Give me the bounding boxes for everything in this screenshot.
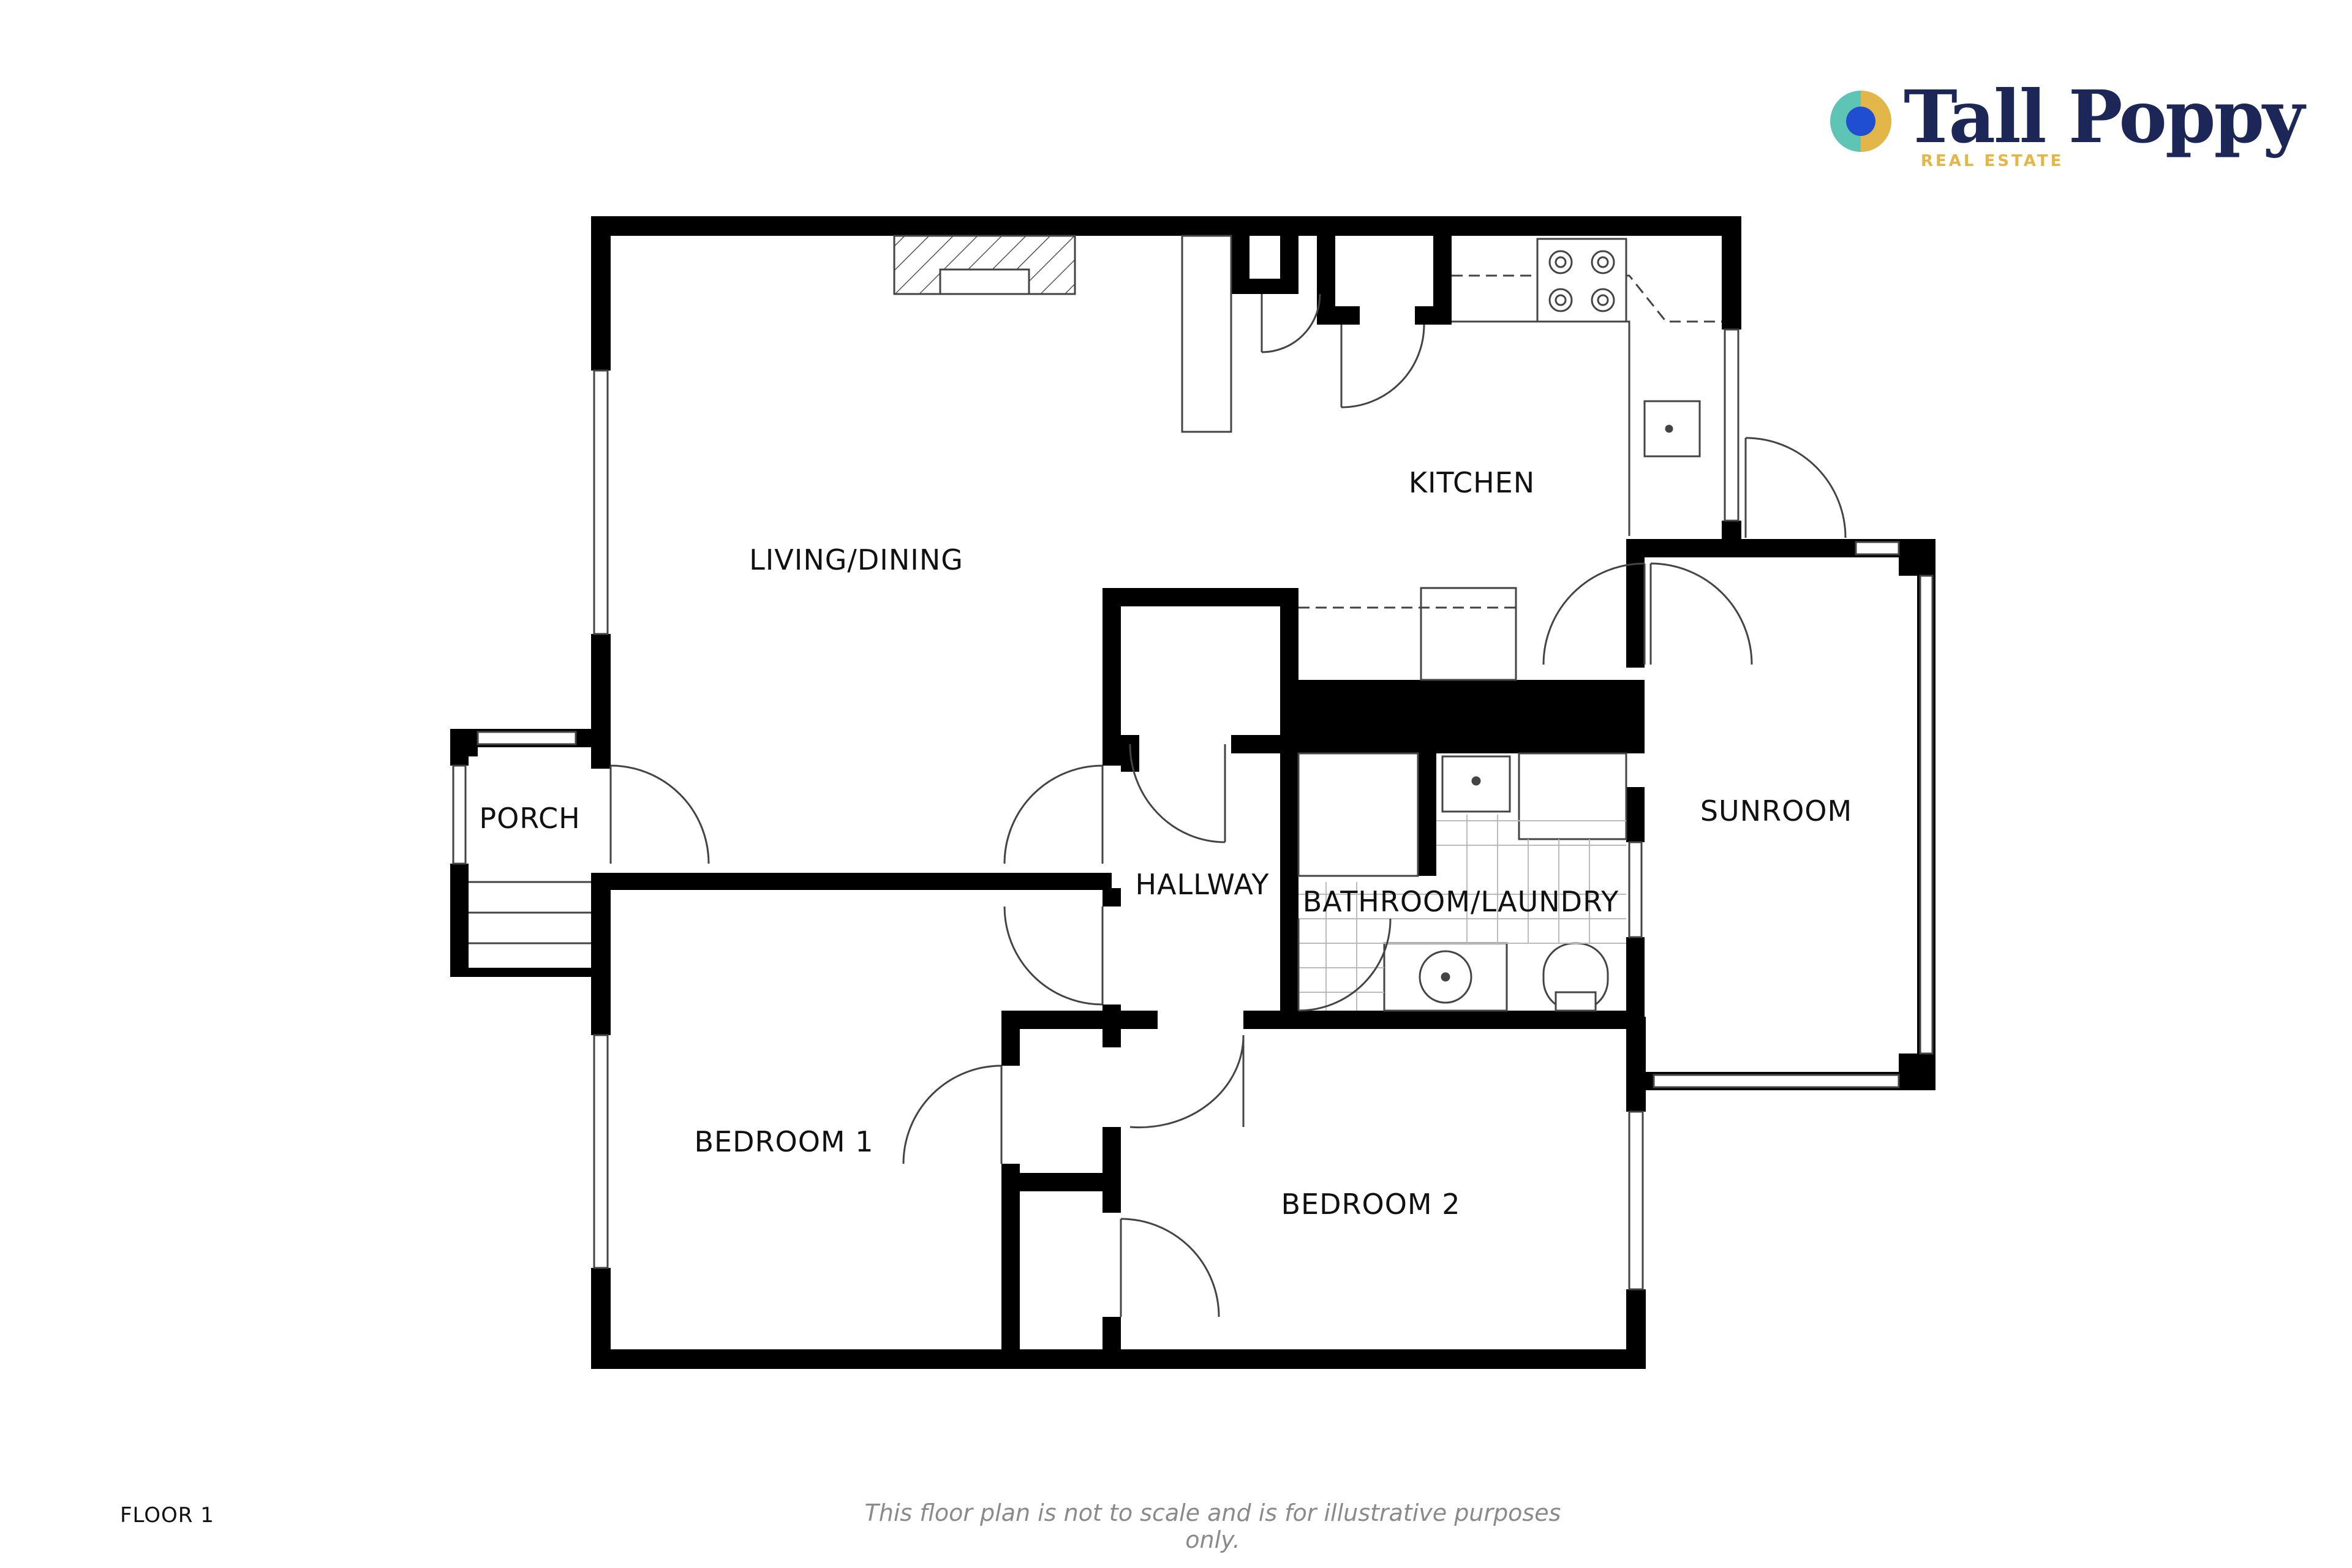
porch-steps (469, 881, 591, 944)
room-label-bathroom-laundry: BATHROOM/LAUNDRY (1303, 885, 1619, 918)
floor-label: FLOOR 1 (120, 1503, 214, 1528)
doors (609, 293, 1847, 1317)
poppy-logo-icon (1830, 91, 1891, 152)
room-label-sunroom: SUNROOM (1700, 794, 1852, 827)
windows (452, 328, 1934, 1291)
walls (450, 216, 1936, 1369)
room-label-living-dining: LIVING/DINING (749, 543, 963, 576)
room-labels: LIVING/DINING KITCHEN PORCH HALLWAY BATH… (479, 466, 1852, 1221)
brand-name: Tall Poppy (1904, 74, 2305, 159)
fixtures (893, 235, 1722, 1012)
brand-logo: Tall Poppy REAL ESTATE (1829, 74, 2307, 176)
brand-subtitle: REAL ESTATE (1921, 152, 2064, 170)
room-label-hallway: HALLWAY (1135, 868, 1269, 901)
disclaimer-text: This floor plan is not to scale and is f… (864, 1499, 1561, 1553)
room-label-bedroom-1: BEDROOM 1 (695, 1125, 874, 1158)
bathroom-tiles (1298, 815, 1626, 1011)
room-label-kitchen: KITCHEN (1409, 466, 1535, 499)
room-label-porch: PORCH (479, 802, 580, 835)
room-label-bedroom-2: BEDROOM 2 (1281, 1188, 1461, 1221)
